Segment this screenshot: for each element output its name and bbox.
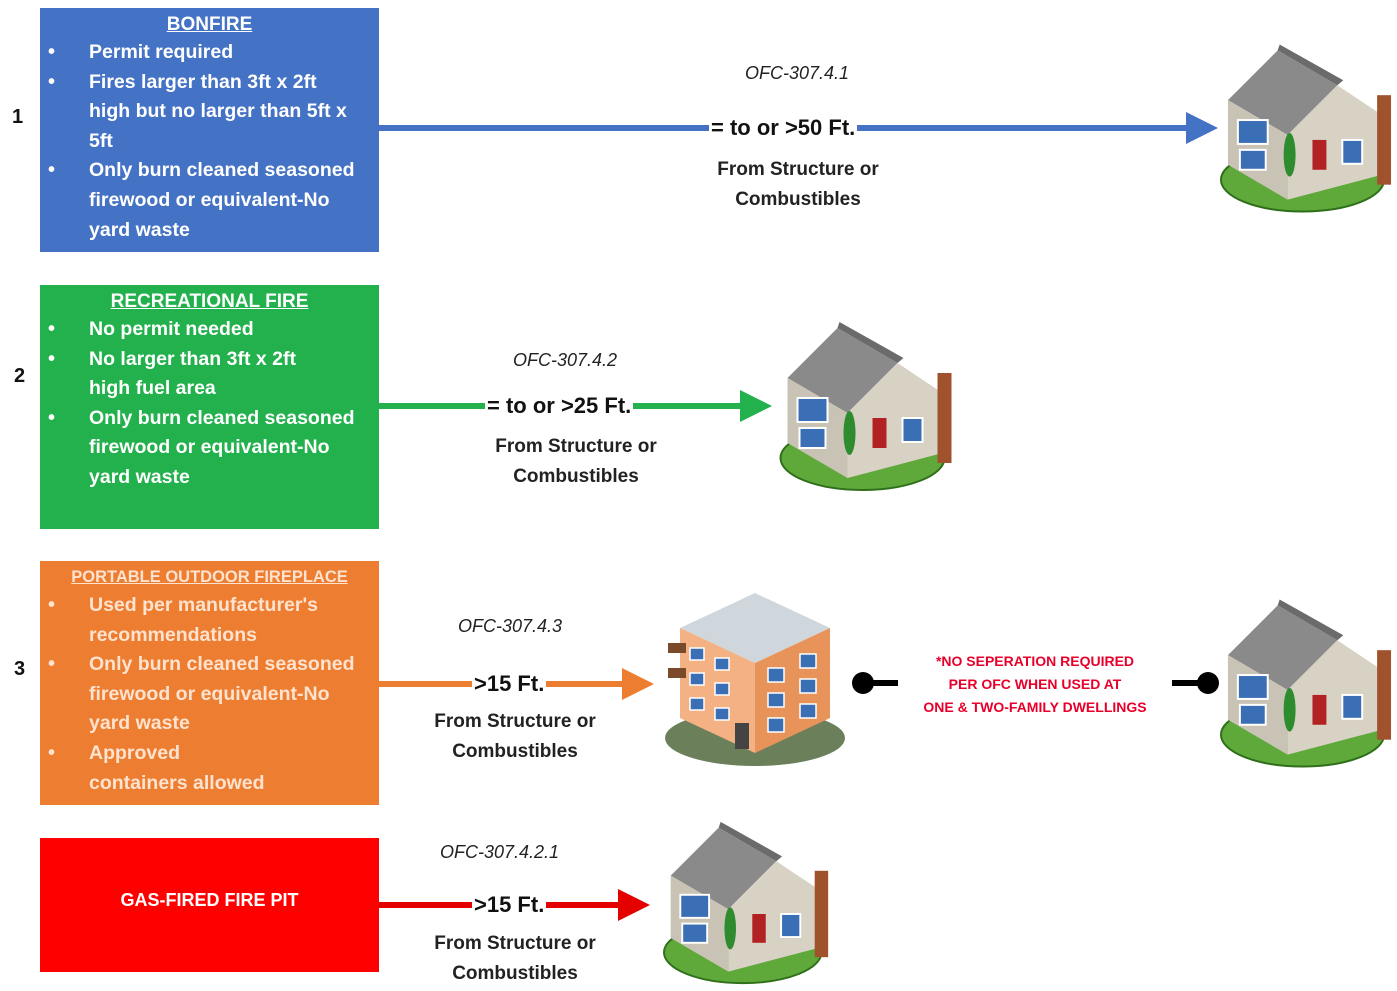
from-row-4-line-1: From Structure or — [434, 933, 596, 954]
house-icon — [1218, 595, 1397, 770]
bonfire-item-1: Permit required — [40, 38, 379, 68]
note-connector-right — [1172, 672, 1219, 694]
house-icon — [775, 318, 960, 493]
code-row-1: OFC-307.4.1 — [745, 63, 850, 83]
portable-fireplace-list: Used per manufacturer's recommendations … — [40, 591, 379, 798]
from-row-1-line-2: Combustibles — [735, 189, 861, 210]
distance-row-4: >15 Ft. — [472, 892, 547, 918]
distance-row-1: = to or >50 Ft. — [709, 115, 858, 141]
note-line-1: *NO SEPERATION REQUIRED — [935, 653, 1135, 669]
portable-fireplace-box: PORTABLE OUTDOOR FIREPLACE Used per manu… — [40, 561, 379, 805]
from-row-2-line-2: Combustibles — [513, 466, 639, 487]
bonfire-item-3: Only burn cleaned seasoned firewood or e… — [40, 156, 379, 245]
portable-item-1: Used per manufacturer's recommendations — [40, 591, 379, 650]
note-line-3: ONE & TWO-FAMILY DWELLINGS — [923, 699, 1147, 715]
recreational-item-1: No permit needed — [40, 315, 379, 345]
recreational-item-2: No larger than 3ft x 2ft high fuel area — [40, 345, 379, 404]
note-line-2: PER OFC WHEN USED AT — [948, 676, 1122, 692]
from-row-4-line-2: Combustibles — [452, 963, 578, 984]
distance-row-2: = to or >25 Ft. — [485, 393, 634, 419]
from-row-2: From Structure or Combustibles — [456, 432, 696, 492]
bonfire-item-2: Fires larger than 3ft x 2ft high but no … — [40, 68, 379, 157]
recreational-fire-list: No permit needed No larger than 3ft x 2f… — [40, 315, 379, 493]
from-row-3: From Structure or Combustibles — [395, 707, 635, 767]
recreational-item-3: Only burn cleaned seasoned firewood or e… — [40, 404, 379, 493]
from-row-3-line-2: Combustibles — [452, 741, 578, 762]
bonfire-box: BONFIRE Permit required Fires larger tha… — [40, 8, 379, 252]
note-connector-left — [852, 672, 898, 694]
recreational-fire-title: RECREATIONAL FIRE — [110, 291, 309, 312]
recreational-fire-box: RECREATIONAL FIRE No permit needed No la… — [40, 285, 379, 529]
from-row-4: From Structure or Combustibles — [395, 929, 635, 989]
code-row-2: OFC-307.4.2 — [513, 350, 618, 370]
portable-fireplace-title: PORTABLE OUTDOOR FIREPLACE — [71, 568, 348, 586]
code-row-4: OFC-307.4.2.1 — [440, 842, 560, 862]
gas-fire-pit-box: GAS-FIRED FIRE PIT — [40, 838, 379, 972]
portable-item-3: Approved containers allowed — [40, 739, 379, 798]
from-row-1-line-1: From Structure or — [717, 159, 879, 180]
house-icon — [1218, 40, 1397, 215]
row-number-3: 3 — [14, 658, 26, 680]
code-row-3: OFC-307.4.3 — [458, 616, 563, 636]
apartment-building-icon — [660, 588, 850, 768]
row-number-2: 2 — [14, 365, 26, 387]
from-row-2-line-1: From Structure or — [495, 436, 657, 457]
no-separation-note: *NO SEPERATION REQUIRED PER OFC WHEN USE… — [870, 650, 1200, 719]
row-number-1: 1 — [12, 106, 24, 128]
from-row-1: From Structure or Combustibles — [678, 155, 918, 215]
gas-fire-pit-title: GAS-FIRED FIRE PIT — [120, 890, 299, 910]
portable-item-2: Only burn cleaned seasoned firewood or e… — [40, 650, 379, 739]
from-row-3-line-1: From Structure or — [434, 711, 596, 732]
house-icon — [655, 818, 840, 986]
bonfire-list: Permit required Fires larger than 3ft x … — [40, 38, 379, 245]
bonfire-title: BONFIRE — [166, 14, 253, 35]
distance-row-3: >15 Ft. — [472, 671, 547, 697]
